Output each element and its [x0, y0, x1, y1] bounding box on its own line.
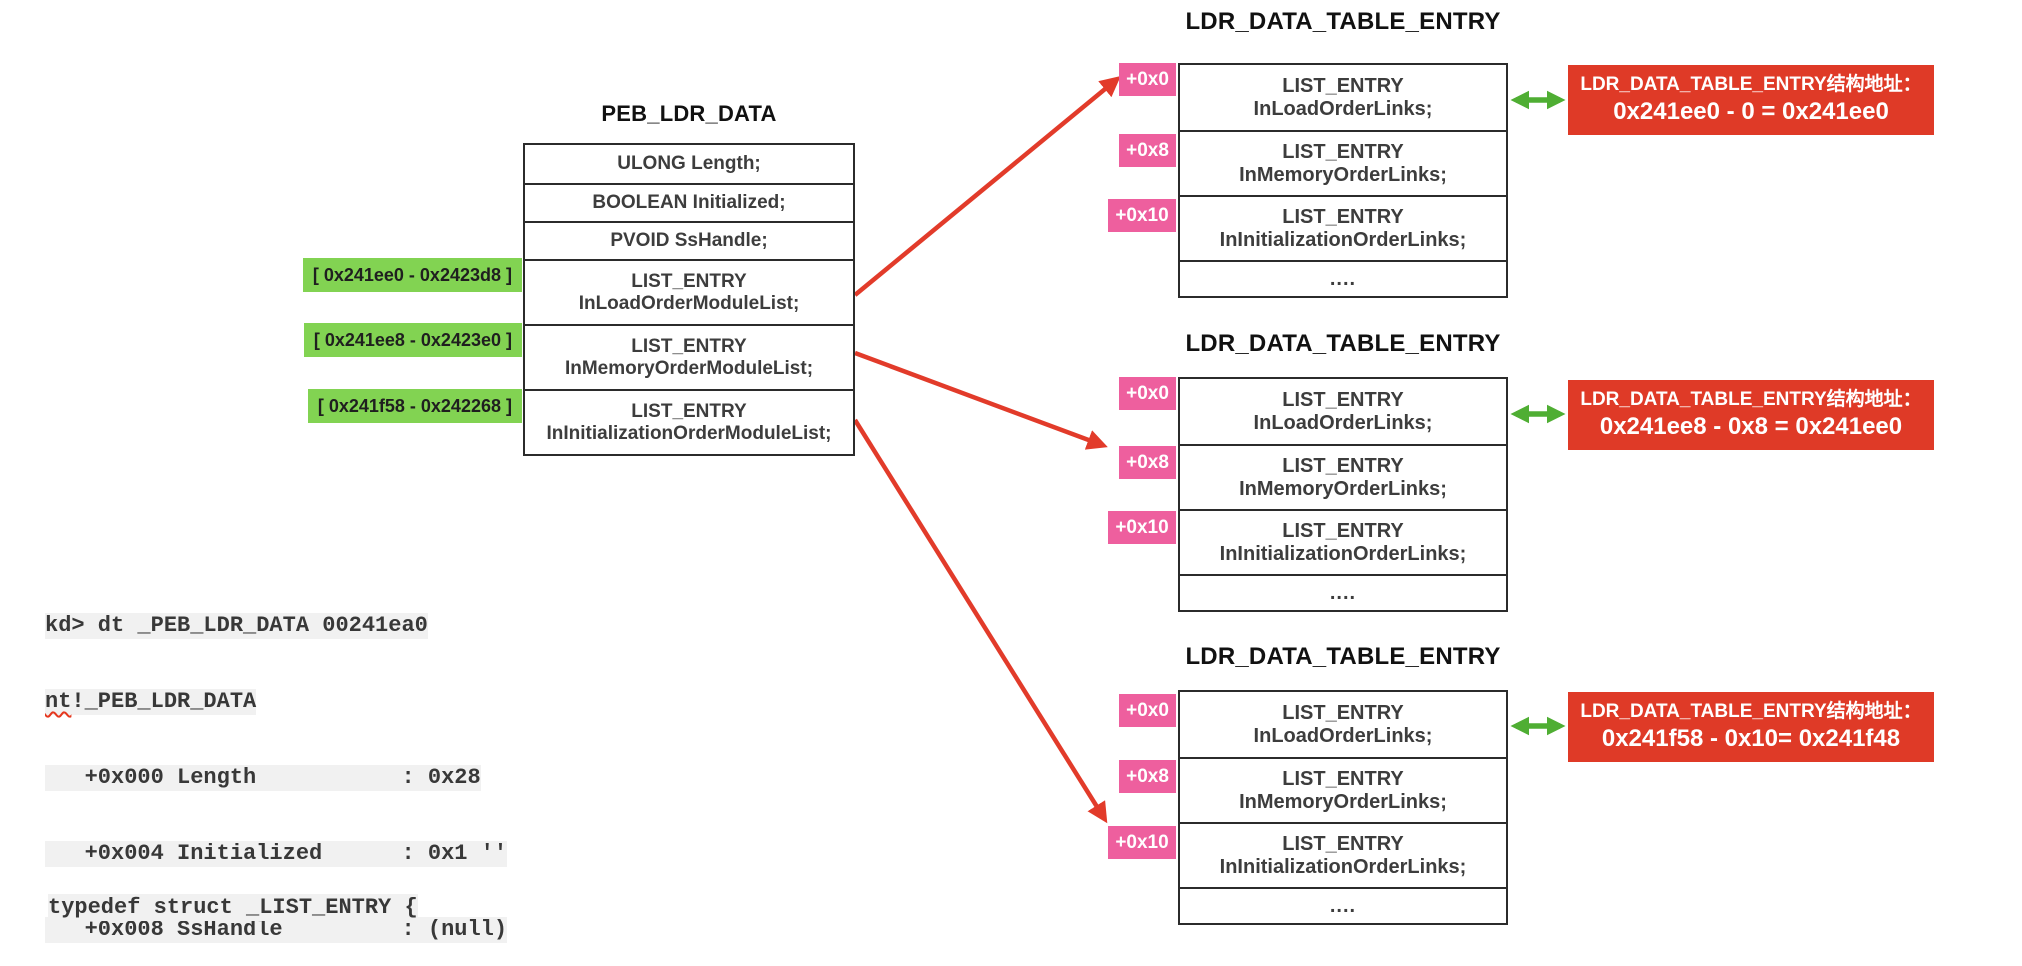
cell-text: LIST_ENTRY: [1282, 74, 1404, 97]
cell-text: InMemoryOrderLinks;: [1239, 477, 1447, 500]
cell-text: LIST_ENTRY: [1282, 832, 1404, 855]
table-row-ellipsis: ....: [1180, 260, 1506, 296]
code-text: !_PEB_LDR_DATA: [71, 689, 257, 714]
cell-text: ULONG Length;: [617, 153, 761, 174]
cell-text: LIST_ENTRY: [1282, 140, 1404, 163]
cell-text: LIST_ENTRY: [1282, 767, 1404, 790]
offset-label-0x10: +0x10: [1108, 826, 1176, 859]
code-text: +0x004 Initialized : 0x1 '': [45, 841, 508, 866]
cell-text: LIST_ENTRY: [631, 335, 747, 357]
code-line: +0x000 Length : 0x28: [45, 765, 1088, 791]
note-line: 0x241ee0 - 0 = 0x241ee0: [1613, 98, 1889, 125]
cell-text: InInitializationOrderLinks;: [1219, 542, 1467, 565]
code-text: nt: [45, 689, 72, 714]
ldr-table-entry-title: LDR_DATA_TABLE_ENTRY: [1185, 330, 1501, 357]
offset-label-0x0: +0x0: [1119, 63, 1176, 96]
ldr-table-entry-title: LDR_DATA_TABLE_ENTRY: [1185, 8, 1501, 35]
table-row: ULONG Length;: [525, 145, 853, 183]
table-row: BOOLEAN Initialized;: [525, 183, 853, 221]
code-line: kd> dt _PEB_LDR_DATA 00241ea0: [45, 613, 1088, 639]
cell-text: LIST_ENTRY: [1282, 388, 1404, 411]
offset-label-0x8: +0x8: [1119, 760, 1176, 793]
offset-label-0x8: +0x8: [1119, 446, 1176, 479]
cell-text: LIST_ENTRY: [1282, 454, 1404, 477]
arrow-inloadorder-list: [853, 76, 1121, 297]
offset-label-0x0: +0x0: [1119, 694, 1176, 727]
table-row-ellipsis: ....: [1180, 887, 1506, 923]
cell-text: BOOLEAN Initialized;: [592, 192, 786, 213]
code-line: typedef struct _LIST_ENTRY {: [48, 894, 853, 921]
cell-text: LIST_ENTRY: [1282, 519, 1404, 542]
code-line: +0x004 Initialized : 0x1 '': [45, 841, 1088, 867]
note-line: 0x241f58 - 0x10= 0x241f48: [1601, 725, 1901, 752]
cell-text: PVOID SsHandle;: [610, 230, 768, 251]
code-text: +0x000 Length : 0x28: [45, 765, 481, 790]
cell-text: ....: [1329, 267, 1357, 290]
code-line: +0x008 SsHandle : (null): [45, 917, 1088, 943]
cell-text: LIST_ENTRY: [1282, 701, 1404, 724]
code-line: nt!_PEB_LDR_DATA: [45, 689, 1088, 715]
cell-text: InLoadOrderLinks;: [1253, 724, 1433, 747]
cell-text: LIST_ENTRY: [631, 270, 747, 292]
range-label-inloadorder: [ 0x241ee0 - 0x2423d8 ]: [302, 258, 522, 292]
cell-text: LIST_ENTRY: [631, 400, 747, 422]
offset-label-0x0: +0x0: [1119, 377, 1176, 410]
note-line: LDR_DATA_TABLE_ENTRY结构地址：: [1580, 701, 1922, 722]
cell-text: InInitializationOrderLinks;: [1219, 228, 1467, 251]
note-line: 0x241ee8 - 0x8 = 0x241ee0: [1599, 413, 1903, 440]
cell-text: InMemoryOrderLinks;: [1239, 163, 1447, 186]
code-text: kd> dt _PEB_LDR_DATA 00241ea0: [45, 613, 428, 638]
cell-text: InLoadOrderLinks;: [1253, 411, 1433, 434]
kd-debugger-output: kd> dt _PEB_LDR_DATA 00241ea0 nt!_PEB_LD…: [45, 563, 1088, 966]
arrow-inmemoryorder-list: [854, 350, 1108, 450]
range-label-ininitializationorder: [ 0x241f58 - 0x242268 ]: [307, 389, 522, 423]
table-row-ellipsis: ....: [1180, 574, 1506, 610]
cell-text: InInitializationOrderLinks;: [1219, 855, 1467, 878]
ldr-table-entry-title: LDR_DATA_TABLE_ENTRY: [1185, 643, 1501, 670]
peb-ldr-data-table: ULONG Length; BOOLEAN Initialized; PVOID…: [523, 143, 855, 456]
cell-text: InMemoryOrderLinks;: [1239, 790, 1447, 813]
peb-ldr-data-title: PEB_LDR_DATA: [601, 101, 777, 126]
note-line: LDR_DATA_TABLE_ENTRY结构地址：: [1580, 74, 1922, 95]
note-struct-address-2: LDR_DATA_TABLE_ENTRY结构地址： 0x241ee8 - 0x8…: [1568, 380, 1934, 450]
cell-text: LIST_ENTRY: [1282, 205, 1404, 228]
range-label-inmemoryorder: [ 0x241ee8 - 0x2423e0 ]: [303, 323, 522, 357]
cell-text: InMemoryOrderModuleList;: [564, 357, 814, 379]
cell-text: ....: [1329, 894, 1357, 917]
note-struct-address-3: LDR_DATA_TABLE_ENTRY结构地址： 0x241f58 - 0x1…: [1568, 692, 1934, 762]
offset-label-0x10: +0x10: [1108, 511, 1176, 544]
offset-label-0x8: +0x8: [1119, 134, 1176, 167]
cell-text: InLoadOrderLinks;: [1253, 97, 1433, 120]
code-text: typedef struct _LIST_ENTRY {: [48, 895, 418, 920]
code-text: +0x008 SsHandle : (null): [45, 917, 508, 942]
cell-text: ....: [1329, 581, 1357, 604]
cell-text: InLoadOrderModuleList;: [578, 292, 800, 314]
cell-text: InInitializationOrderModuleList;: [546, 422, 832, 444]
note-struct-address-1: LDR_DATA_TABLE_ENTRY结构地址： 0x241ee0 - 0 =…: [1568, 65, 1934, 135]
table-row: PVOID SsHandle;: [525, 221, 853, 259]
note-line: LDR_DATA_TABLE_ENTRY结构地址：: [1580, 389, 1922, 410]
list-entry-typedef: typedef struct _LIST_ENTRY { struct _LIS…: [48, 844, 853, 966]
offset-label-0x10: +0x10: [1108, 199, 1176, 232]
